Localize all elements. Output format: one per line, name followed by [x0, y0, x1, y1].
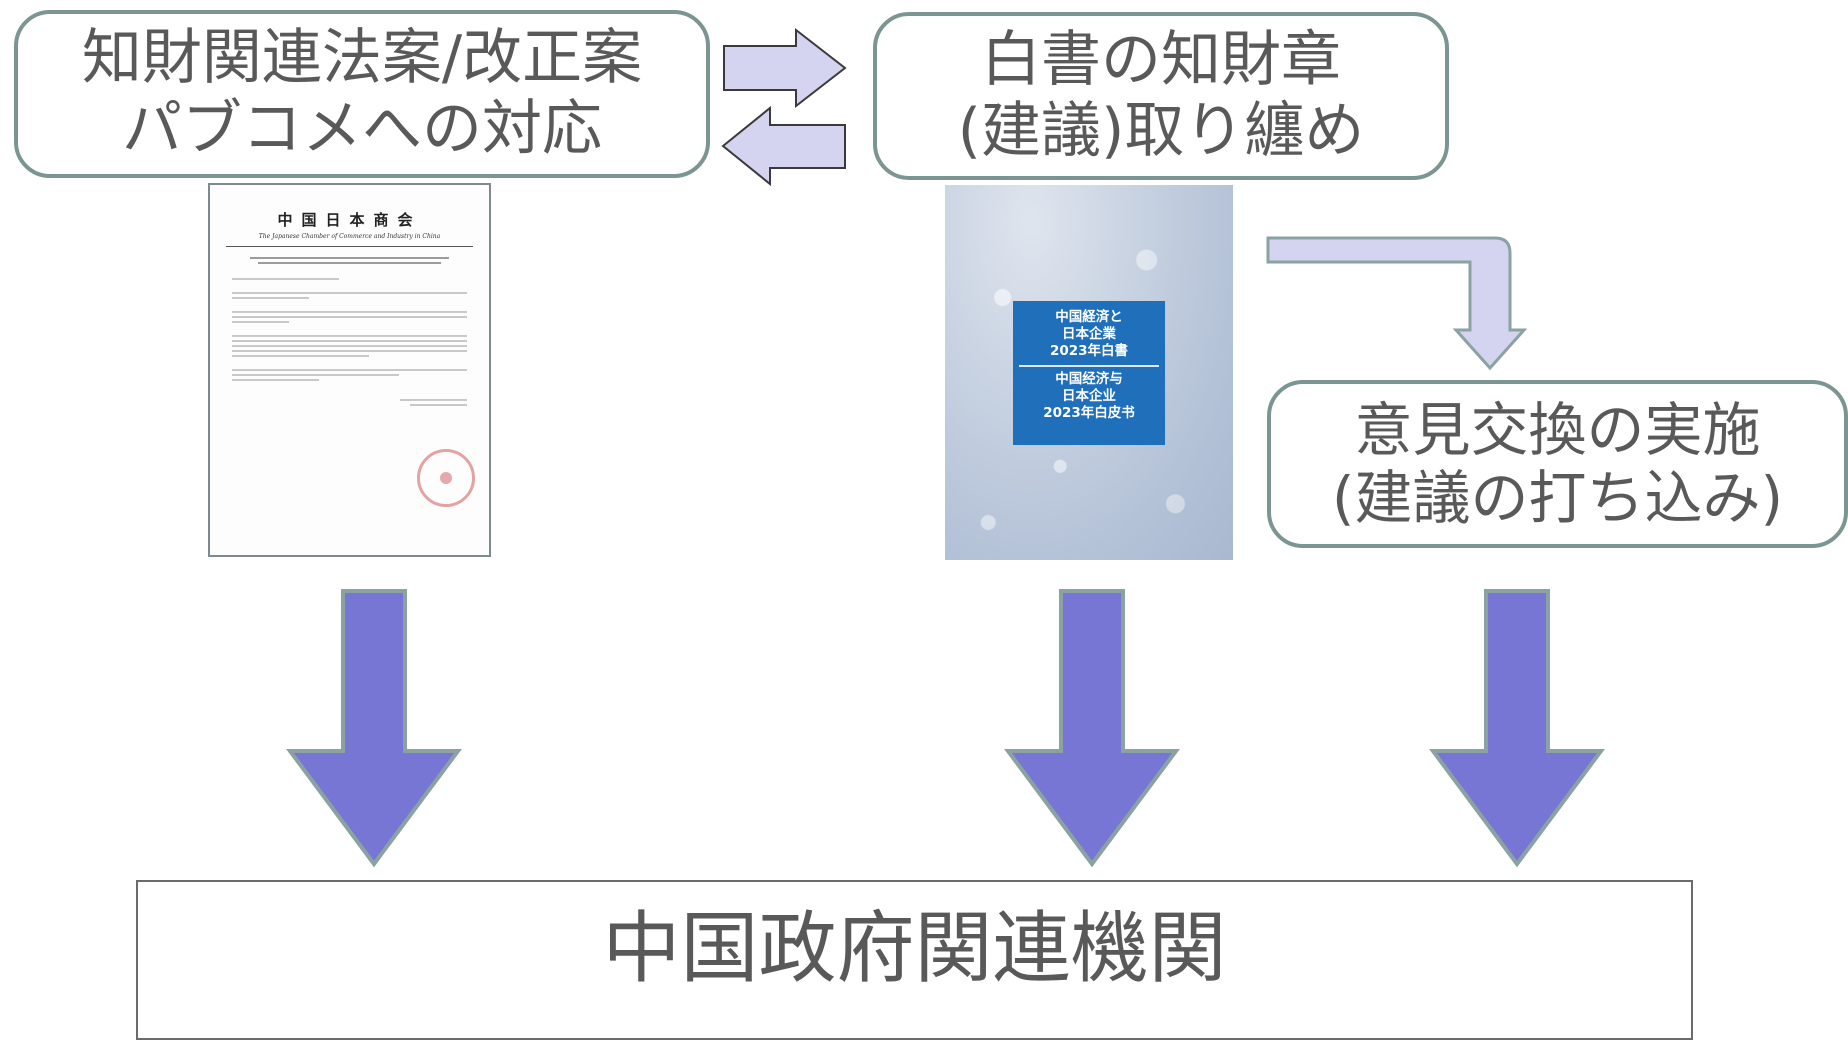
china-government-agencies-label: 中国政府関連機関	[602, 904, 1227, 994]
cn-title-line: 中国经济与	[1055, 371, 1123, 387]
document-subheading: The Japanese Chamber of Commerce and Ind…	[258, 233, 441, 240]
white-paper-cover-image: 中国経済と 日本企業 2023年白書 中国经济与 日本企业 2023年白皮书	[945, 185, 1233, 560]
bent-arrow-icon	[1266, 236, 1528, 371]
whitepaper-line1: 白書の知財章	[981, 25, 1341, 96]
white-paper-title-panel: 中国経済と 日本企業 2023年白書 中国经济与 日本企业 2023年白皮书	[1013, 301, 1165, 445]
document-text-line	[258, 262, 441, 264]
right-arrow-icon	[723, 27, 847, 109]
opinion-line2: (建議の打ち込み)	[1331, 464, 1784, 532]
document-text-line	[232, 321, 289, 323]
down-arrow-icon	[1004, 589, 1180, 868]
opinion-exchange-box: 意見交換の実施 (建議の打ち込み)	[1267, 380, 1848, 548]
document-text-line	[232, 340, 467, 342]
pubcom-line2: パブコメへの対応	[122, 94, 602, 164]
jp-title-line: 日本企業	[1062, 326, 1116, 342]
document-text-line	[232, 355, 369, 357]
china-government-agencies-box: 中国政府関連機関	[136, 880, 1693, 1040]
chamber-document-image: 中国日本商会 The Japanese Chamber of Commerce …	[208, 183, 491, 557]
left-arrow-icon	[721, 105, 846, 187]
document-text-line	[232, 379, 319, 381]
document-rule	[226, 246, 473, 247]
cn-title-line: 日本企业	[1062, 388, 1116, 404]
whitepaper-line2: (建議)取り纏め	[957, 96, 1365, 166]
document-text-line	[232, 311, 467, 313]
document-text-line	[410, 404, 467, 406]
document-text-line	[232, 292, 467, 294]
title-separator	[1019, 365, 1159, 367]
down-arrow-icon	[286, 589, 462, 868]
document-text-line	[232, 369, 467, 371]
document-text-line	[232, 350, 467, 352]
document-text-line	[232, 335, 467, 337]
red-seal-stamp	[417, 449, 475, 507]
document-heading: 中国日本商会	[277, 211, 422, 229]
document-text-line	[232, 278, 339, 280]
document-text-line	[400, 399, 467, 401]
whitepaper-chapter-box: 白書の知財章 (建議)取り纏め	[873, 12, 1449, 180]
down-arrow-icon	[1429, 589, 1605, 868]
pubcom-line1: 知財関連法案/改正案	[81, 23, 643, 94]
opinion-line1: 意見交換の実施	[1354, 395, 1761, 464]
cn-title-line: 2023年白皮书	[1043, 405, 1135, 421]
document-text-line	[232, 345, 467, 347]
jp-title-line: 中国経済と	[1055, 309, 1123, 325]
document-text-line	[232, 374, 399, 376]
jp-title-line: 2023年白書	[1049, 343, 1129, 359]
document-text-line	[232, 297, 309, 299]
pubcom-response-box: 知財関連法案/改正案 パブコメへの対応	[14, 10, 710, 178]
document-text-line	[250, 257, 449, 259]
document-text-line	[232, 316, 467, 318]
